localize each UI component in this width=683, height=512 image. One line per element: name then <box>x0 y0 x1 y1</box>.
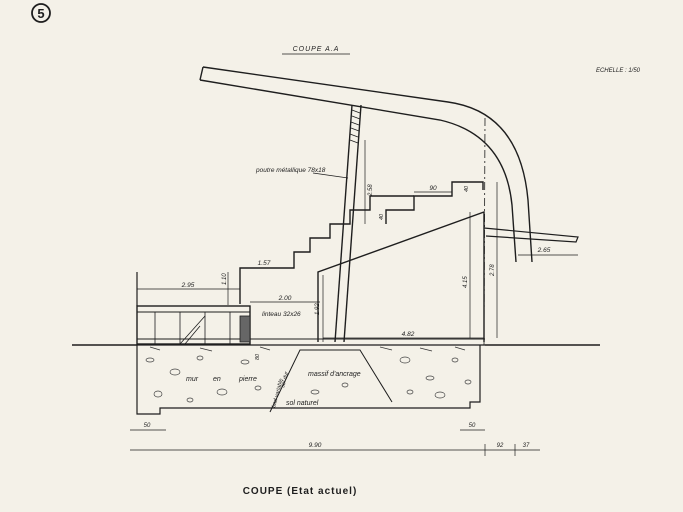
dim-50-a: 50 <box>144 423 151 429</box>
dim-2-78: 2.78 <box>490 264 496 277</box>
wall-label-c: pierre <box>238 376 257 383</box>
roof-bottom-line <box>199 79 517 263</box>
wall-label-a: mur <box>186 376 199 383</box>
masonry-texture <box>145 355 472 403</box>
dim-2-65: 2.65 <box>537 247 551 254</box>
dim-1-57: 1.57 <box>258 260 271 267</box>
dim-4-82: 4.82 <box>402 331 415 338</box>
vertical-label-2: sol dur <box>280 370 290 389</box>
dim-1-10: 1.10 <box>222 273 228 285</box>
dim-2-58: 2.58 <box>368 184 374 197</box>
anchor-block <box>269 349 393 413</box>
steps-lower <box>239 195 414 304</box>
dim-2-00: 2.00 <box>278 295 292 302</box>
soil-label: sol naturel <box>286 400 319 407</box>
wall-label-b: en <box>213 376 221 383</box>
sheet-number-badge <box>31 3 51 23</box>
roof-top-line <box>202 66 533 263</box>
dim-40: 40 <box>379 213 385 220</box>
steps-upper <box>385 181 484 224</box>
sheet-number: 5 <box>37 6 44 21</box>
dim-92: 92 <box>497 443 504 449</box>
dim-37: 37 <box>523 443 530 449</box>
slab-texture <box>149 346 466 352</box>
scale-label: ECHELLE : 1/50 <box>596 68 641 74</box>
lintel-label: linteau 32x26 <box>262 311 301 318</box>
dim-9-90: 9.90 <box>309 442 322 449</box>
front-box-truss <box>154 312 251 345</box>
dim-1-92: 1.92 <box>315 303 321 315</box>
roof-end <box>199 66 204 81</box>
beam-leader <box>312 172 349 179</box>
foundation-outline <box>136 345 481 415</box>
section-label: COUPE A.A <box>293 46 340 53</box>
drawing-caption: COUPE (Etat actuel) <box>243 486 358 497</box>
dim-80: 80 <box>255 353 261 360</box>
dim-2-95: 2.95 <box>181 282 195 289</box>
beam-label: poutre métallique 78x18 <box>255 167 326 174</box>
dimension-lines <box>130 140 578 456</box>
dim-90: 90 <box>429 185 437 192</box>
column-hatch <box>349 109 361 144</box>
column-line-b <box>343 104 362 343</box>
dim-40-b: 40 <box>464 185 470 192</box>
footing-label: massif d'ancrage <box>308 371 361 378</box>
dim-50-b: 50 <box>469 423 476 429</box>
under-stand-frame <box>317 211 485 342</box>
dim-4-15: 4.15 <box>463 276 469 288</box>
rear-bench <box>483 227 579 243</box>
